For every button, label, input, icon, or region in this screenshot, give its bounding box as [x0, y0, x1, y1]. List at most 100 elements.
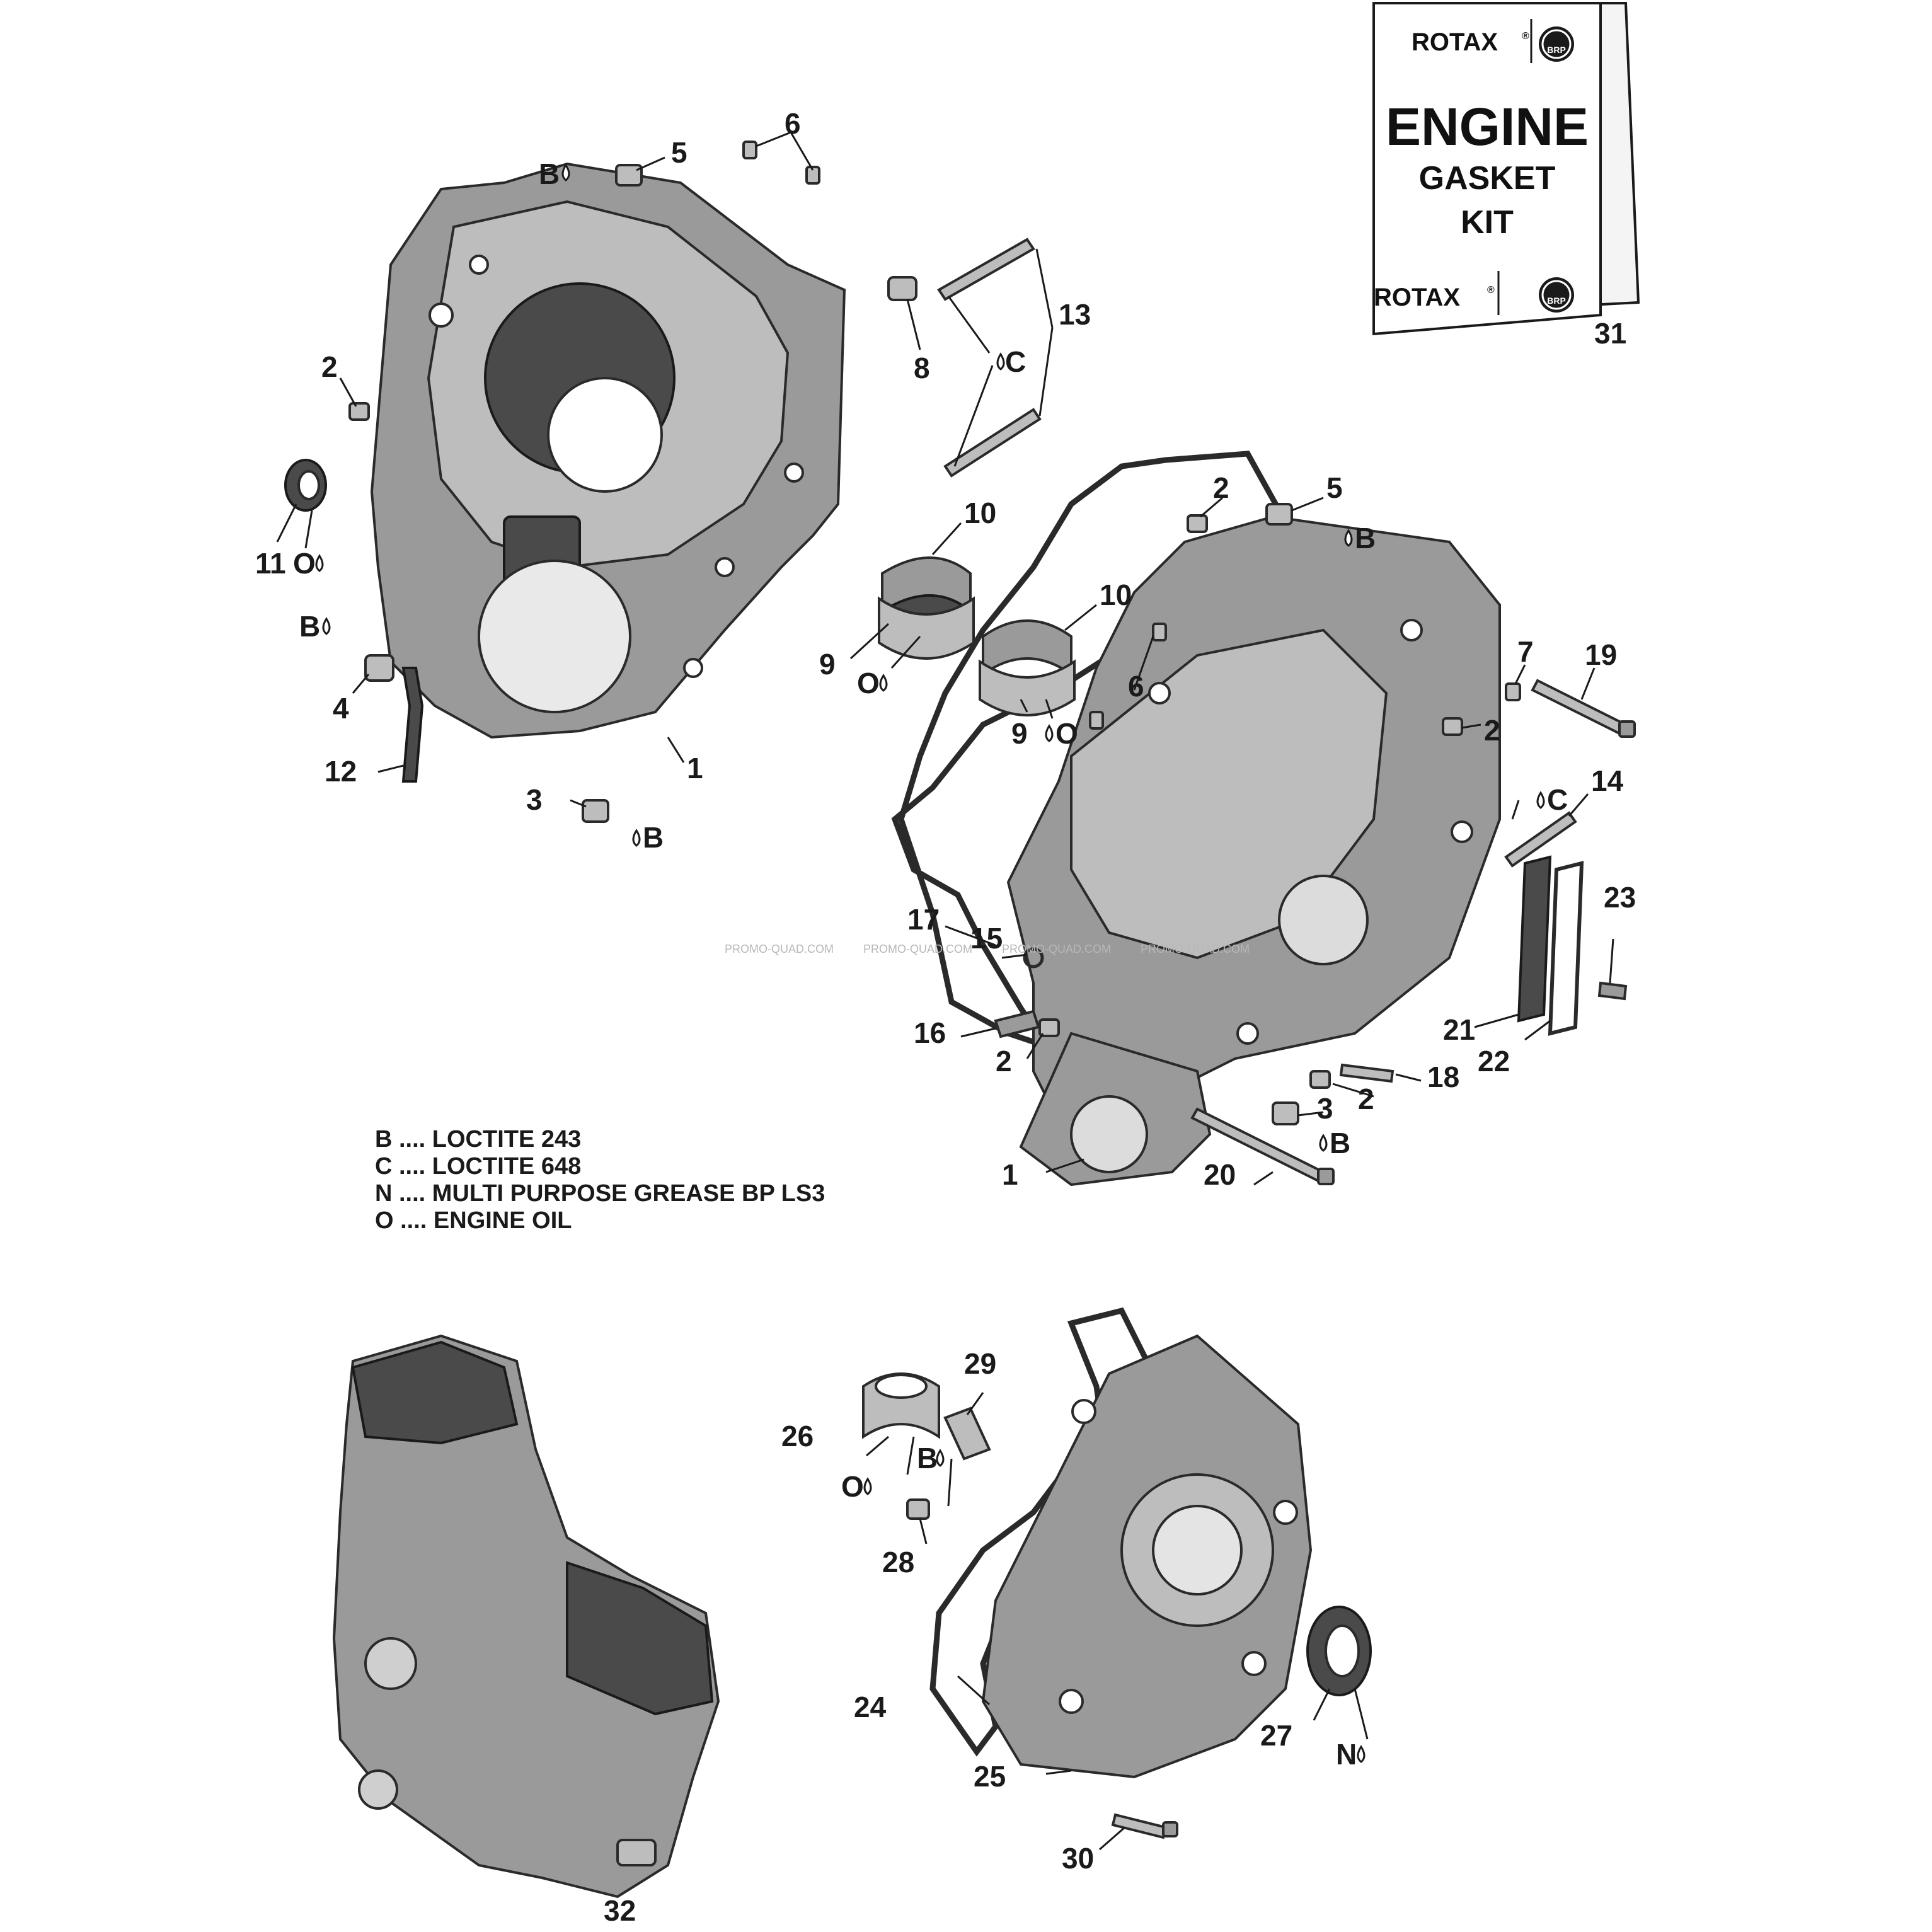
drop-icon — [879, 674, 888, 692]
crankcase-half-right — [891, 451, 1501, 1187]
drop-icon — [863, 1477, 872, 1495]
screw-23 — [1597, 981, 1628, 1001]
callout-10b: 10 — [1100, 578, 1132, 611]
plug-5a — [615, 164, 643, 187]
pin-6c — [1152, 623, 1167, 641]
callout-1-right: 1 — [1002, 1158, 1018, 1191]
watermark: PROMO-QUAD.COM PROMO-QUAD.COM PROMO-QUAD… — [725, 943, 1250, 955]
gasket-kit-box: ROTAX ® BRP ENGINE GASKET KIT ROTAX ® BR… — [1372, 2, 1640, 336]
kit-bottom-logo: ROTAX ® BRP — [1374, 271, 1574, 315]
kit-bottom-badge: BRP — [1547, 296, 1566, 306]
crankcase-half-left — [370, 162, 846, 739]
callout-13-compound-c: C — [1005, 345, 1026, 378]
callout-17: 17 — [907, 903, 940, 936]
small-parts-upper — [284, 141, 1636, 1185]
legend-n: N .... MULTI PURPOSE GREASE BP LS3 — [375, 1180, 825, 1207]
callout-32: 32 — [604, 1894, 636, 1927]
callout-3b: 3 — [1317, 1092, 1333, 1125]
callout-3-compound-b: B — [643, 821, 664, 854]
callout-14: 14 — [1591, 764, 1624, 797]
bolt-30 — [1111, 1813, 1168, 1839]
legend-c: C .... LOCTITE 648 — [375, 1153, 581, 1180]
callout-30: 30 — [1062, 1842, 1094, 1875]
drop-icon — [1536, 791, 1545, 809]
plug-28 — [906, 1498, 930, 1520]
screw-16 — [994, 1009, 1040, 1038]
bearing-9b — [979, 659, 1076, 716]
callout-15: 15 — [970, 922, 1003, 955]
legend-o: O .... ENGINE OIL — [375, 1207, 572, 1234]
bolt-19 — [1531, 679, 1628, 736]
drop-icon — [996, 352, 1005, 371]
dowel-pin-2e — [1309, 1070, 1331, 1089]
callout-5b: 5 — [1326, 471, 1343, 504]
leader-lines — [276, 131, 1614, 1851]
magneto-cover-group — [862, 1307, 1372, 1839]
callout-11: 11 — [255, 547, 286, 580]
gasket-21 — [1517, 855, 1552, 1023]
kit-top-brand: ROTAX — [1412, 28, 1498, 56]
plug-5b — [1265, 503, 1293, 526]
watermark-3: PROMO-QUAD.COM — [1002, 943, 1111, 955]
oil-seal-27 — [1306, 1606, 1372, 1696]
o-ring-15 — [1023, 947, 1044, 969]
callout-20: 20 — [1204, 1158, 1236, 1191]
callout-9b: 9 — [1011, 717, 1028, 750]
callout-26: 26 — [781, 1420, 814, 1452]
cover-plate-22 — [1548, 861, 1584, 1036]
oil-seal-11 — [284, 459, 327, 512]
brp-badge-icon — [1539, 26, 1574, 62]
callout-28-compound-b: B — [917, 1442, 938, 1475]
legend: B .... LOCTITE 243 C .... LOCTITE 648 N … — [375, 1126, 825, 1234]
kit-bottom-brand-mark: ® — [1487, 285, 1495, 296]
callout-5b-compound-b: B — [1355, 522, 1376, 555]
callout-25: 25 — [974, 1760, 1006, 1793]
drop-icon — [936, 1449, 945, 1467]
callout-9a: 9 — [819, 648, 836, 681]
engine-assembly-32 — [332, 1334, 720, 1899]
bushing-8 — [887, 276, 917, 301]
callout-23: 23 — [1604, 881, 1636, 914]
callout-9b-compound-o: O — [1055, 717, 1078, 750]
callouts: 2 11 O B 4 12 1 3 B B 5 6 8 13 C 10 9 O … — [255, 107, 1636, 1927]
sleeve-29 — [943, 1406, 991, 1461]
callout-10a: 10 — [964, 497, 996, 529]
drop-icon — [1045, 724, 1054, 742]
callout-28: 28 — [882, 1546, 914, 1578]
callout-12: 12 — [325, 755, 357, 788]
callout-9a-compound-o: O — [857, 667, 880, 699]
callout-3-left: 3 — [526, 783, 543, 816]
kit-top-badge: BRP — [1547, 45, 1566, 55]
bearing-10b — [982, 619, 1072, 677]
drop-icon — [632, 829, 641, 847]
plug-3b — [1272, 1101, 1299, 1125]
stud-13a — [937, 238, 1035, 301]
callout-4: 4 — [333, 692, 349, 725]
callout-27-compound-n: N — [1336, 1738, 1357, 1771]
kit-line-2: GASKET — [1419, 160, 1556, 197]
dowel-pin-2a — [348, 402, 370, 421]
callout-7: 7 — [1517, 635, 1534, 668]
callout-27: 27 — [1260, 1719, 1292, 1752]
callout-4-compound-b: B — [299, 610, 320, 643]
dowel-pin-2c — [1442, 717, 1463, 736]
plug-4 — [364, 654, 394, 682]
callout-18: 18 — [1427, 1061, 1459, 1093]
stud-14 — [1504, 811, 1577, 868]
callout-6: 6 — [785, 107, 801, 140]
callout-26-compound-o: O — [841, 1470, 864, 1503]
drop-icon — [561, 163, 570, 181]
drop-icon — [1357, 1745, 1366, 1763]
kit-line-3: KIT — [1461, 204, 1514, 241]
pin-6d — [1089, 711, 1104, 730]
pin-7 — [1505, 682, 1521, 701]
callout-2e: 2 — [1358, 1083, 1374, 1115]
callout-21: 21 — [1443, 1013, 1475, 1046]
callout-13: 13 — [1059, 298, 1091, 331]
callout-11-compound-o: O — [293, 547, 316, 580]
brp-badge-icon — [1539, 277, 1574, 313]
watermark-1: PROMO-QUAD.COM — [725, 943, 834, 955]
callout-29: 29 — [964, 1347, 996, 1380]
plug-3a — [582, 799, 609, 823]
